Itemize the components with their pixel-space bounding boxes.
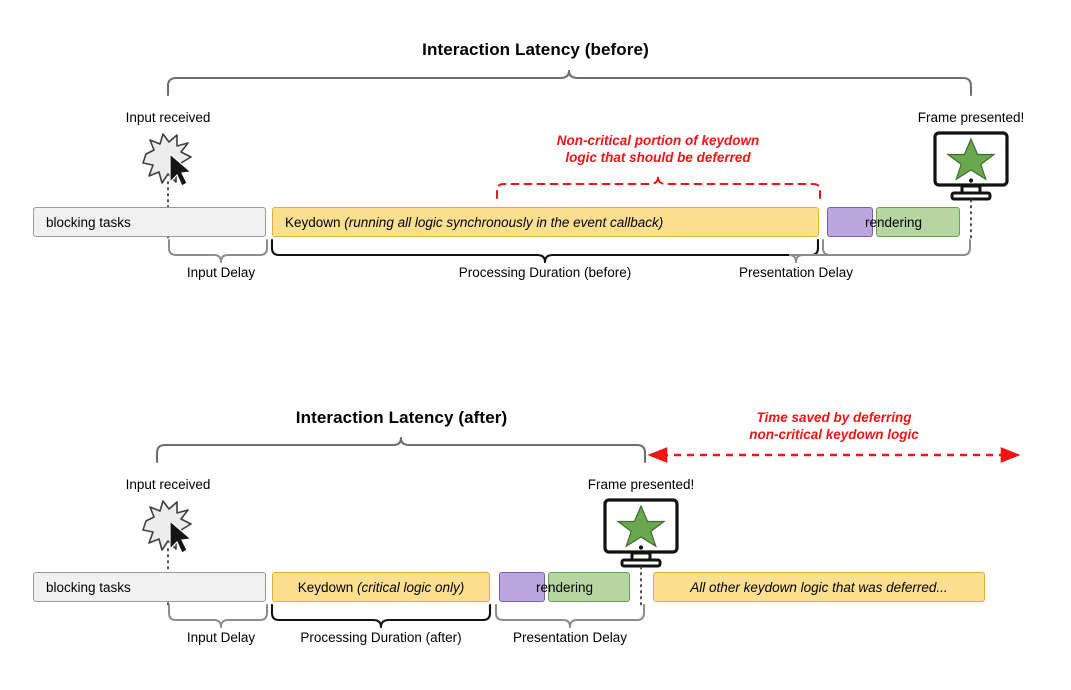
span-label-presentation-delay-before: Presentation Delay bbox=[738, 265, 854, 280]
monitor-star-icon bbox=[933, 131, 1009, 201]
red-dashed-brace-noncritical bbox=[496, 176, 821, 199]
brace-interaction-latency-after bbox=[155, 436, 647, 464]
label-frame-presented-before: Frame presented! bbox=[917, 110, 1025, 125]
bar-label-italic: (critical logic only) bbox=[357, 579, 465, 595]
brace-processing-duration-before bbox=[270, 238, 820, 264]
bar-blocking-tasks[interactable]: blocking tasks bbox=[33, 572, 266, 602]
span-label-input-delay-before: Input Delay bbox=[186, 265, 256, 280]
bar-blocking-tasks[interactable]: blocking tasks bbox=[33, 207, 266, 237]
bar-label-main: Keydown bbox=[297, 579, 357, 595]
annotation-line-1: Time saved by deferring bbox=[756, 410, 912, 425]
bar-label-italic: (running all logic synchronously in the … bbox=[344, 214, 664, 230]
bar-rendering-purple[interactable] bbox=[499, 572, 545, 602]
bar-rendering-purple[interactable] bbox=[827, 207, 873, 237]
brace-input-delay-before bbox=[168, 239, 268, 263]
bar-label: All other keydown logic that was deferre… bbox=[690, 579, 948, 595]
span-label-processing-duration-after: Processing Duration (after) bbox=[300, 630, 462, 645]
starburst-cursor-icon bbox=[142, 500, 193, 554]
bar-label-rendering: rendering bbox=[864, 214, 923, 230]
bar-deferred-keydown-logic[interactable]: All other keydown logic that was deferre… bbox=[653, 572, 985, 602]
brace-presentation-delay-before bbox=[788, 239, 971, 263]
brace-input-delay-after bbox=[168, 604, 268, 628]
annotation-line-2: non-critical keydown logic bbox=[749, 426, 919, 442]
annotation-line-1: Non-critical portion of keydown bbox=[556, 133, 760, 148]
bar-keydown[interactable]: Keydown (critical logic only) bbox=[272, 572, 490, 602]
bar-label-rendering: rendering bbox=[535, 579, 594, 595]
brace-presentation-delay-after bbox=[495, 604, 645, 628]
page-title-after: Interaction Latency (after) bbox=[295, 408, 508, 427]
bar-rendering-green[interactable] bbox=[548, 572, 630, 602]
bar-label-main: Keydown bbox=[285, 214, 345, 230]
annotation-line-2: logic that should be deferred bbox=[565, 149, 751, 165]
bar-rendering-green[interactable] bbox=[876, 207, 960, 237]
label-input-received-after: Input received bbox=[125, 477, 211, 492]
starburst-cursor-icon bbox=[142, 133, 193, 187]
label-frame-presented-after: Frame presented! bbox=[587, 477, 695, 492]
bar-label: blocking tasks bbox=[46, 579, 131, 595]
brace-processing-duration-after bbox=[270, 603, 492, 629]
label-input-received-before: Input received bbox=[125, 110, 211, 125]
bar-label: Keydown (running all logic synchronously… bbox=[273, 215, 663, 230]
brace-interaction-latency-before bbox=[166, 69, 973, 97]
span-label-processing-duration-before: Processing Duration (before) bbox=[458, 265, 632, 280]
page-title-before: Interaction Latency (before) bbox=[422, 40, 649, 59]
monitor-star-icon bbox=[603, 498, 679, 568]
annotation-noncritical-keydown: Non-critical portion of keydown logic th… bbox=[508, 133, 808, 167]
red-time-saved-arrow bbox=[647, 447, 1021, 463]
bar-keydown[interactable]: Keydown (running all logic synchronously… bbox=[272, 207, 819, 237]
bar-label: Keydown (critical logic only) bbox=[273, 580, 489, 595]
span-label-input-delay-after: Input Delay bbox=[186, 630, 256, 645]
span-label-presentation-delay-after: Presentation Delay bbox=[512, 630, 628, 645]
annotation-time-saved: Time saved by deferring non-critical key… bbox=[684, 410, 984, 444]
bar-label: blocking tasks bbox=[46, 214, 131, 230]
